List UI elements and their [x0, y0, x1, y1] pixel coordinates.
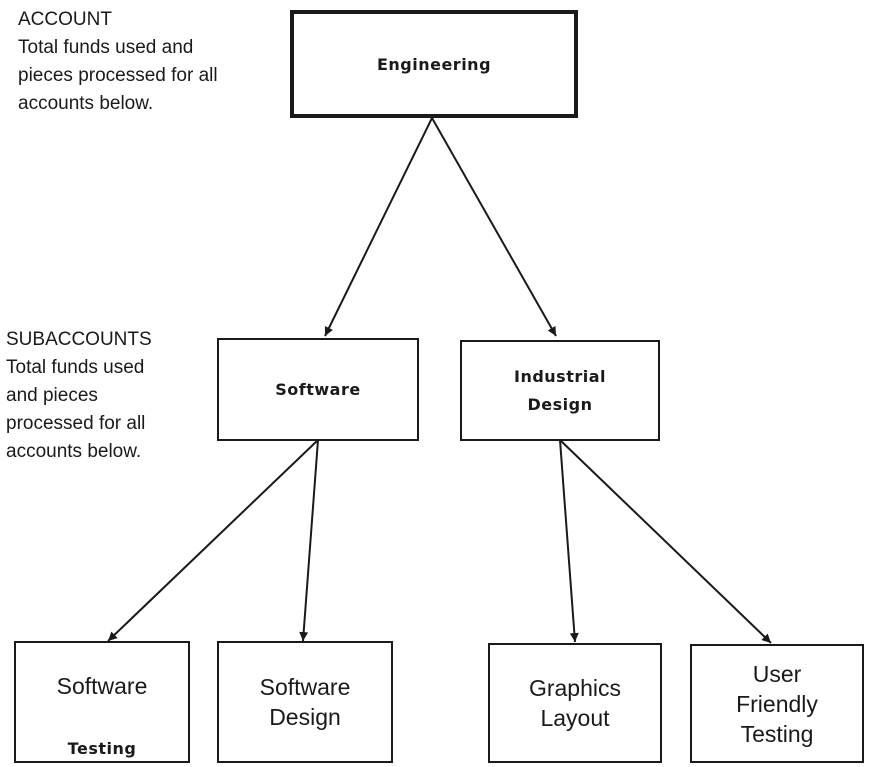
software-design-label: Software Design	[259, 674, 351, 730]
arrow-engineering-to-industrial-design	[431, 117, 557, 337]
industrial-design-label: Industrial Design	[513, 366, 606, 414]
industrial-design-box: Industrial Design	[460, 340, 660, 441]
arrow-software-to-software-design	[299, 439, 319, 642]
software-testing-box: Software Testing	[14, 641, 190, 763]
software-testing-line1: Software	[56, 672, 148, 699]
user-friendly-testing-box: User Friendly Testing	[690, 644, 864, 763]
engineering-label: Engineering	[376, 54, 492, 74]
software-box: Software	[217, 338, 419, 441]
software-design-box: Software Design	[217, 641, 393, 763]
graphics-layout-box: Graphics Layout	[488, 643, 662, 763]
arrow-software-to-software-testing	[107, 439, 319, 642]
graphics-layout-label: Graphics Layout	[528, 675, 622, 731]
software-label: Software	[275, 380, 361, 399]
arrow-engineering-to-software	[324, 117, 433, 337]
arrow-industrial-design-to-graphics-layout	[559, 439, 579, 643]
software-testing-label: Software Testing	[57, 641, 148, 764]
arrow-industrial-design-to-user-friendly-testing	[559, 439, 772, 644]
software-testing-line2: Testing	[67, 738, 137, 758]
engineering-box: Engineering	[290, 10, 578, 118]
user-friendly-testing-label: User Friendly Testing	[736, 660, 818, 747]
subaccounts-note: SUBACCOUNTS Total funds used and pieces …	[6, 329, 152, 462]
account-note: ACCOUNT Total funds used and pieces proc…	[18, 9, 218, 114]
